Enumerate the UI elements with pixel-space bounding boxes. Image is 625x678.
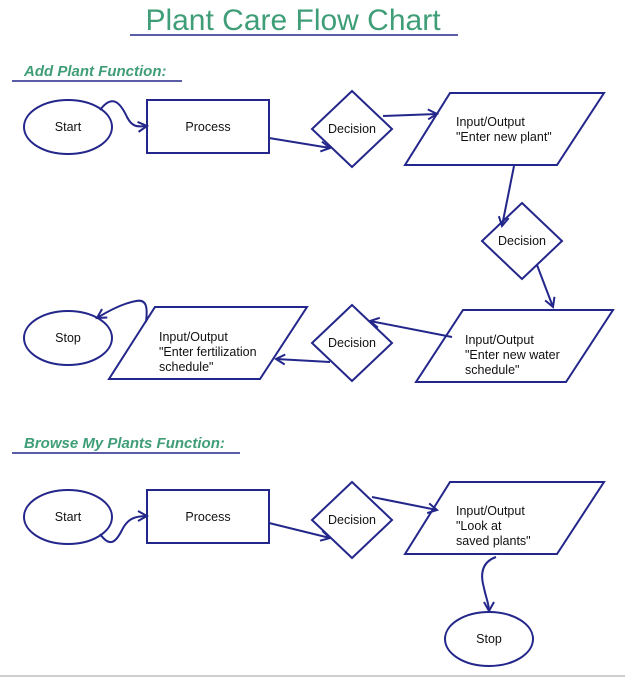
add-io-new-plant-line-2: "Enter new plant" xyxy=(456,130,552,144)
add-start-label: Start xyxy=(55,120,82,134)
browse-io-saved-line-2: "Look at xyxy=(456,519,502,533)
add-io-water-line-3: schedule" xyxy=(465,363,519,377)
edge-browse-process-to-decision xyxy=(268,522,330,538)
edge-browse-start-to-process xyxy=(99,516,147,544)
add-decision-3-label: Decision xyxy=(328,336,376,350)
edge-add-start-to-process xyxy=(99,100,147,126)
add-io-water-label: Input/Output "Enter new water schedule" xyxy=(465,333,563,377)
add-stop-label: Stop xyxy=(55,331,81,345)
edge-browse-decision-to-io-saved xyxy=(371,496,437,510)
add-io-new-plant-label: Input/Output "Enter new plant" xyxy=(456,115,552,144)
browse-start-node: Start xyxy=(23,489,113,545)
add-decision-2-label: Decision xyxy=(498,234,546,248)
add-stop-node: Stop xyxy=(23,310,113,366)
add-io-new-plant-node: Input/Output "Enter new plant" xyxy=(403,92,606,166)
add-io-fertilization-line-3: schedule" xyxy=(159,360,213,374)
edge-browse-io-saved-to-stop xyxy=(481,556,497,611)
browse-decision-label: Decision xyxy=(328,513,376,527)
edge-add-decision-2-to-io-water xyxy=(536,264,553,307)
add-decision-2-node: Decision xyxy=(480,201,564,281)
add-io-fertilization-line-1: Input/Output xyxy=(159,330,228,344)
edge-add-io-new-plant-to-decision-2 xyxy=(502,165,515,226)
add-io-water-node: Input/Output "Enter new water schedule" xyxy=(414,309,615,383)
browse-io-saved-label: Input/Output "Look at saved plants" xyxy=(456,504,531,548)
browse-process-label: Process xyxy=(185,510,230,524)
add-io-fertilization-line-2: "Enter fertilization xyxy=(159,345,257,359)
add-process-node: Process xyxy=(146,99,270,154)
add-process-label: Process xyxy=(185,120,230,134)
browse-io-saved-line-3: saved plants" xyxy=(456,534,531,548)
edge-add-io-fertilization-to-stop xyxy=(97,299,148,323)
browse-io-saved-node: Input/Output "Look at saved plants" xyxy=(403,481,606,555)
add-decision-3-node: Decision xyxy=(310,303,394,383)
section-heading-browse-plants: Browse My Plants Function: xyxy=(24,435,225,452)
add-start-node: Start xyxy=(23,99,113,155)
add-io-water-line-1: Input/Output xyxy=(465,333,534,347)
page-title: Plant Care Flow Chart xyxy=(145,4,441,37)
section-heading-add-plant: Add Plant Function: xyxy=(23,63,166,80)
browse-process-node: Process xyxy=(146,489,270,544)
add-decision-1-node: Decision xyxy=(310,89,394,169)
browse-start-label: Start xyxy=(55,510,82,524)
browse-io-saved-line-1: Input/Output xyxy=(456,504,525,518)
edge-add-io-water-to-decision-3 xyxy=(370,321,453,338)
browse-stop-node: Stop xyxy=(444,611,534,667)
edge-add-process-to-decision-1 xyxy=(268,137,330,148)
edge-add-decision-1-to-io-new-plant xyxy=(382,114,437,116)
browse-stop-label: Stop xyxy=(476,632,502,646)
add-io-new-plant-line-1: Input/Output xyxy=(456,115,525,129)
add-io-water-line-2: "Enter new water xyxy=(465,348,560,362)
edge-add-decision-3-to-io-fertilization xyxy=(276,359,331,362)
browse-decision-node: Decision xyxy=(310,480,394,560)
add-io-fertilization-node: Input/Output "Enter fertilization schedu… xyxy=(107,306,309,380)
add-io-fertilization-label: Input/Output "Enter fertilization schedu… xyxy=(159,330,260,374)
add-decision-1-label: Decision xyxy=(328,122,376,136)
